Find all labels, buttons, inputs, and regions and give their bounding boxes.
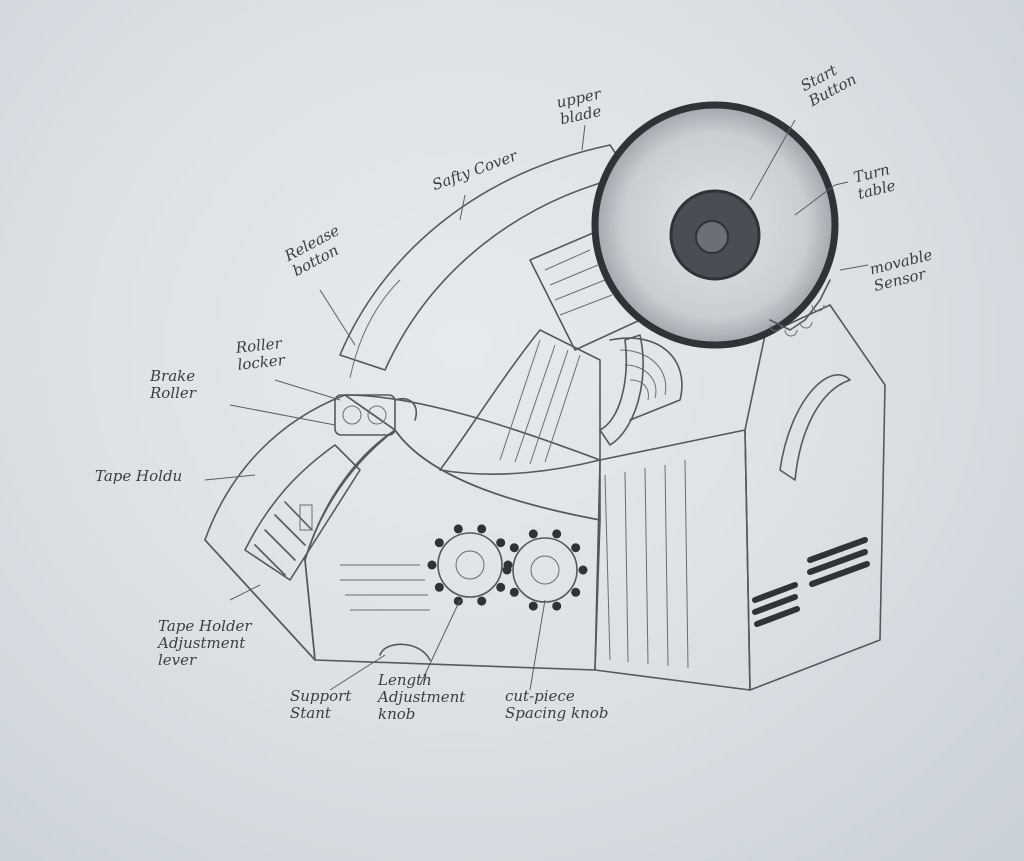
gear-tooth [510,588,519,597]
gear-tooth [552,529,561,538]
curved-housing [205,395,600,670]
label-tape-holder: Tape Holdu [95,468,182,485]
label-tape-holder-adjustment-lever: Tape Holder Adjustment lever [158,618,252,669]
gear-tooth [477,597,486,606]
safety-cover [340,145,630,378]
cut-piece-spacing-knob [503,529,588,610]
length-adjustment-knob [428,524,513,605]
gear-tooth [579,566,588,575]
gear-tooth [435,583,444,592]
label-cut-piece-spacing-knob: cut-piece Spacing knob [505,688,608,722]
gear-tooth [435,538,444,547]
gear-tooth [503,566,512,575]
gear-tooth [571,543,580,552]
gear-tooth [529,602,538,611]
gear-tooth [454,524,463,533]
label-brake-roller: Brake Roller [150,368,196,402]
tape-holder [245,445,360,580]
inner-mechanism [440,330,682,474]
gear-tooth [529,529,538,538]
start-button [671,191,759,279]
gear-tooth [571,588,580,597]
support-stand [340,565,430,660]
motor-tower [595,305,885,690]
label-roller-locker: Roller locker [235,335,286,374]
gear-tooth [496,583,505,592]
label-length-adjustment-knob: Length Adjustment knob [378,672,465,723]
label-support-stant: Support Stant [290,688,351,722]
gear-tooth [496,538,505,547]
gear-tooth [510,543,519,552]
gear-tooth [477,524,486,533]
gear-tooth [552,602,561,611]
gear-tooth [428,561,437,570]
